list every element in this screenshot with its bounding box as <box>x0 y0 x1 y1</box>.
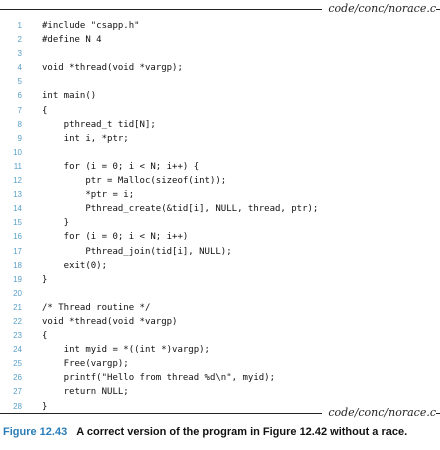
code-text: /* Thread routine */ <box>42 302 151 313</box>
line-number: 22 <box>13 316 22 326</box>
code-text: int i, *ptr; <box>42 133 129 144</box>
code-text: pthread_t tid[N]; <box>42 119 156 130</box>
code-text: int myid = *((int *)vargp); <box>42 345 210 356</box>
code-text: return NULL; <box>42 387 129 398</box>
line-number: 17 <box>13 246 22 256</box>
code-text: } <box>42 401 48 412</box>
code-text: } <box>42 274 48 285</box>
line-number: 1 <box>17 21 22 30</box>
line-number: 24 <box>13 345 22 355</box>
code-line: 23 { <box>0 329 440 343</box>
code-text: for (i = 0; i < N; i++) <box>42 232 189 243</box>
code-text: #define N 4 <box>42 35 102 46</box>
code-line: 10 <box>0 146 440 160</box>
code-line: 7{ <box>0 104 440 118</box>
code-text: { <box>42 331 48 342</box>
code-text: Pthread_join(tid[i], NULL); <box>42 246 232 257</box>
line-number: 27 <box>13 387 22 397</box>
code-line: 18 exit(0); <box>0 259 440 273</box>
line-number: 6 <box>17 91 22 101</box>
code-line: 12 ptr = Malloc(sizeof(int)); <box>0 174 440 188</box>
code-text: { <box>42 105 48 116</box>
code-text: Pthread_create(&tid[i], NULL, thread, pt… <box>42 204 319 215</box>
code-line: 19} <box>0 273 440 287</box>
code-text: void *thread(void *vargp) <box>42 316 178 327</box>
code-line: 3 <box>0 47 440 61</box>
code-text: *ptr = i; <box>42 190 135 201</box>
code-line: 14 Pthread_create(&tid[i], NULL, thread,… <box>0 202 440 216</box>
code-text: ptr = Malloc(sizeof(int)); <box>42 176 227 187</box>
figure-number: Figure 12.43 <box>3 426 68 438</box>
line-number: 7 <box>17 105 22 115</box>
code-line: 21 /* Thread routine */ <box>0 301 440 315</box>
line-number: 12 <box>13 176 22 186</box>
code-listing: 1 #include "csapp.h" 2 #define N 4 3 4 void *t… <box>0 19 440 414</box>
line-number: 20 <box>13 288 22 298</box>
code-line: 5 <box>0 75 440 89</box>
line-number: 21 <box>13 302 22 312</box>
code-line: 20 <box>0 287 440 301</box>
code-line: 24 int myid = *((int *)vargp); <box>0 343 440 357</box>
code-line: 16 for (i = 0; i < N; i++) <box>0 230 440 244</box>
line-number: 2 <box>17 35 22 45</box>
code-text: for (i = 0; i < N; i++) { <box>42 161 200 172</box>
code-line: 27 return NULL; <box>0 385 440 399</box>
line-number: 5 <box>17 77 22 87</box>
code-text: exit(0); <box>42 260 108 271</box>
line-number: 13 <box>13 190 22 200</box>
file-path-label: code/conc/norace.c <box>322 2 436 16</box>
line-number: 23 <box>13 331 22 341</box>
code-text: } <box>42 218 70 229</box>
line-number: 3 <box>17 49 22 59</box>
line-number: 25 <box>13 359 22 369</box>
header-rule <box>0 9 440 10</box>
code-line: 2 #define N 4 <box>0 33 440 47</box>
code-line: 28} <box>0 400 440 414</box>
line-number: 9 <box>17 133 22 143</box>
code-line: 25 Free(vargp); <box>0 357 440 371</box>
code-line: 26 printf("Hello from thread %d\n", myid… <box>0 371 440 385</box>
code-line: 17 Pthread_join(tid[i], NULL); <box>0 245 440 259</box>
code-line: 4 void *thread(void *vargp); <box>0 61 440 75</box>
line-number: 11 <box>13 161 22 171</box>
line-number: 15 <box>13 218 22 228</box>
line-number: 16 <box>13 232 22 242</box>
code-line: 22 void *thread(void *vargp) <box>0 315 440 329</box>
code-line: 1 #include "csapp.h" <box>0 19 440 33</box>
code-line: 9 int i, *ptr; <box>0 132 440 146</box>
figure-caption-text: A correct version of the program in Figu… <box>76 426 408 438</box>
line-number: 19 <box>13 274 22 284</box>
figure-caption: Figure 12.43 A correct version of the pr… <box>3 425 437 439</box>
line-number: 4 <box>17 63 22 73</box>
code-text: Free(vargp); <box>42 359 129 370</box>
code-text: printf("Hello from thread %d\n", myid); <box>42 373 275 384</box>
footer-rule <box>0 413 440 414</box>
code-text: #include "csapp.h" <box>42 21 140 31</box>
line-number: 18 <box>13 260 22 270</box>
line-number: 14 <box>13 204 22 214</box>
code-text: int main() <box>42 91 97 102</box>
line-number: 8 <box>17 119 22 129</box>
code-line: 11 for (i = 0; i < N; i++) { <box>0 160 440 174</box>
file-path-label-bottom: code/conc/norace.c <box>322 406 436 420</box>
line-number: 28 <box>13 401 22 411</box>
line-number: 26 <box>13 373 22 383</box>
line-number: 10 <box>13 147 22 157</box>
file-footer: code/conc/norace.c <box>0 406 440 420</box>
code-line: 6 int main() <box>0 89 440 103</box>
code-line: 15 } <box>0 216 440 230</box>
code-text: void *thread(void *vargp); <box>42 63 183 74</box>
file-header: code/conc/norace.c <box>0 2 440 16</box>
code-line: 13 *ptr = i; <box>0 188 440 202</box>
code-line: 8 pthread_t tid[N]; <box>0 118 440 132</box>
